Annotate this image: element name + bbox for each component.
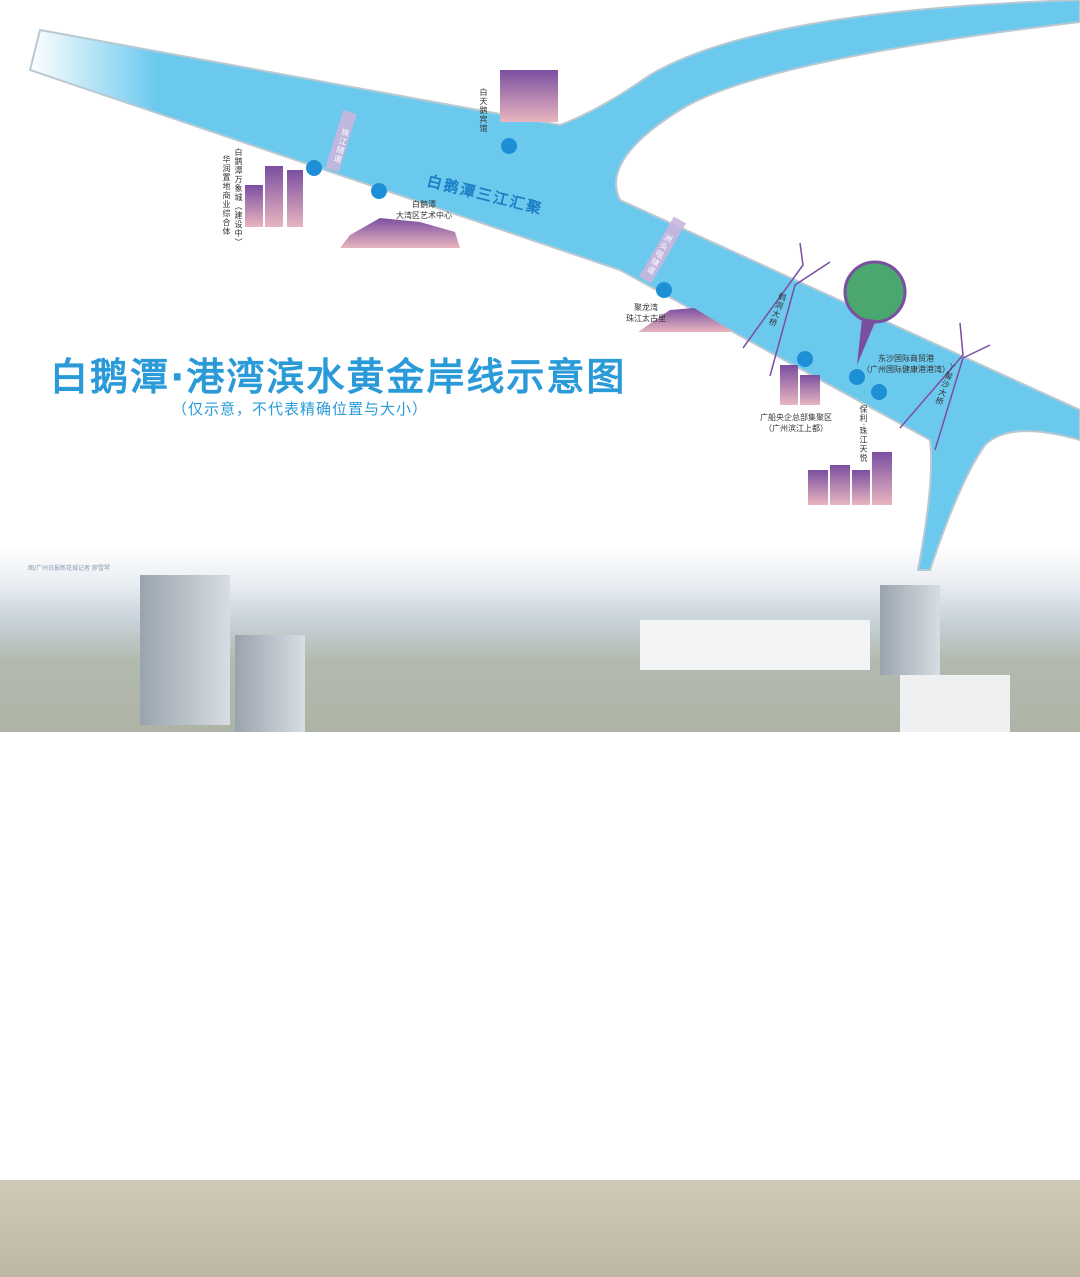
- tower: [235, 635, 305, 732]
- label-baietan-hotel: 白天鹅宾馆: [479, 88, 488, 133]
- location-markers: [306, 138, 887, 400]
- label-dongsha: 东沙国际商贸港（广州国际健康港港湾）: [862, 354, 950, 374]
- bridges: [742, 242, 991, 451]
- label-huarun: 华润置地商业综合体: [222, 155, 231, 236]
- page-title: 白鹅潭·港湾滨水黄金岸线示意图: [50, 355, 627, 399]
- opera-house: [640, 620, 870, 670]
- tunnel-zhujiang: [325, 109, 357, 173]
- label-art-center: 白鹅潭大湾区艺术中心: [396, 200, 452, 220]
- tower: [140, 575, 230, 725]
- label-guangchuan: 广船央企总部集聚区（广州滨江上都）: [760, 413, 832, 433]
- river-photo: [0, 1180, 1080, 1277]
- label-poly: 保利·珠江天悦: [859, 405, 868, 463]
- label-wanxiangcheng: 白鹅潭万象城（建设中）: [234, 148, 243, 247]
- page-subtitle: （仅示意，不代表精确位置与大小）: [172, 400, 429, 418]
- building: [900, 675, 1010, 732]
- dongsha-rendering-bubble: [843, 260, 907, 324]
- label-julongwan: 聚龙湾珠江太古里: [626, 303, 666, 323]
- tunnels: [325, 109, 687, 284]
- photo-credit: 图/广州日报新花城记者 廖雪琴: [28, 565, 110, 572]
- tower: [880, 585, 940, 675]
- river-map: [28, 0, 1080, 571]
- tunnel-zhoutouju: [638, 216, 687, 284]
- river: [28, 0, 1080, 571]
- building-illustrations: [245, 70, 892, 505]
